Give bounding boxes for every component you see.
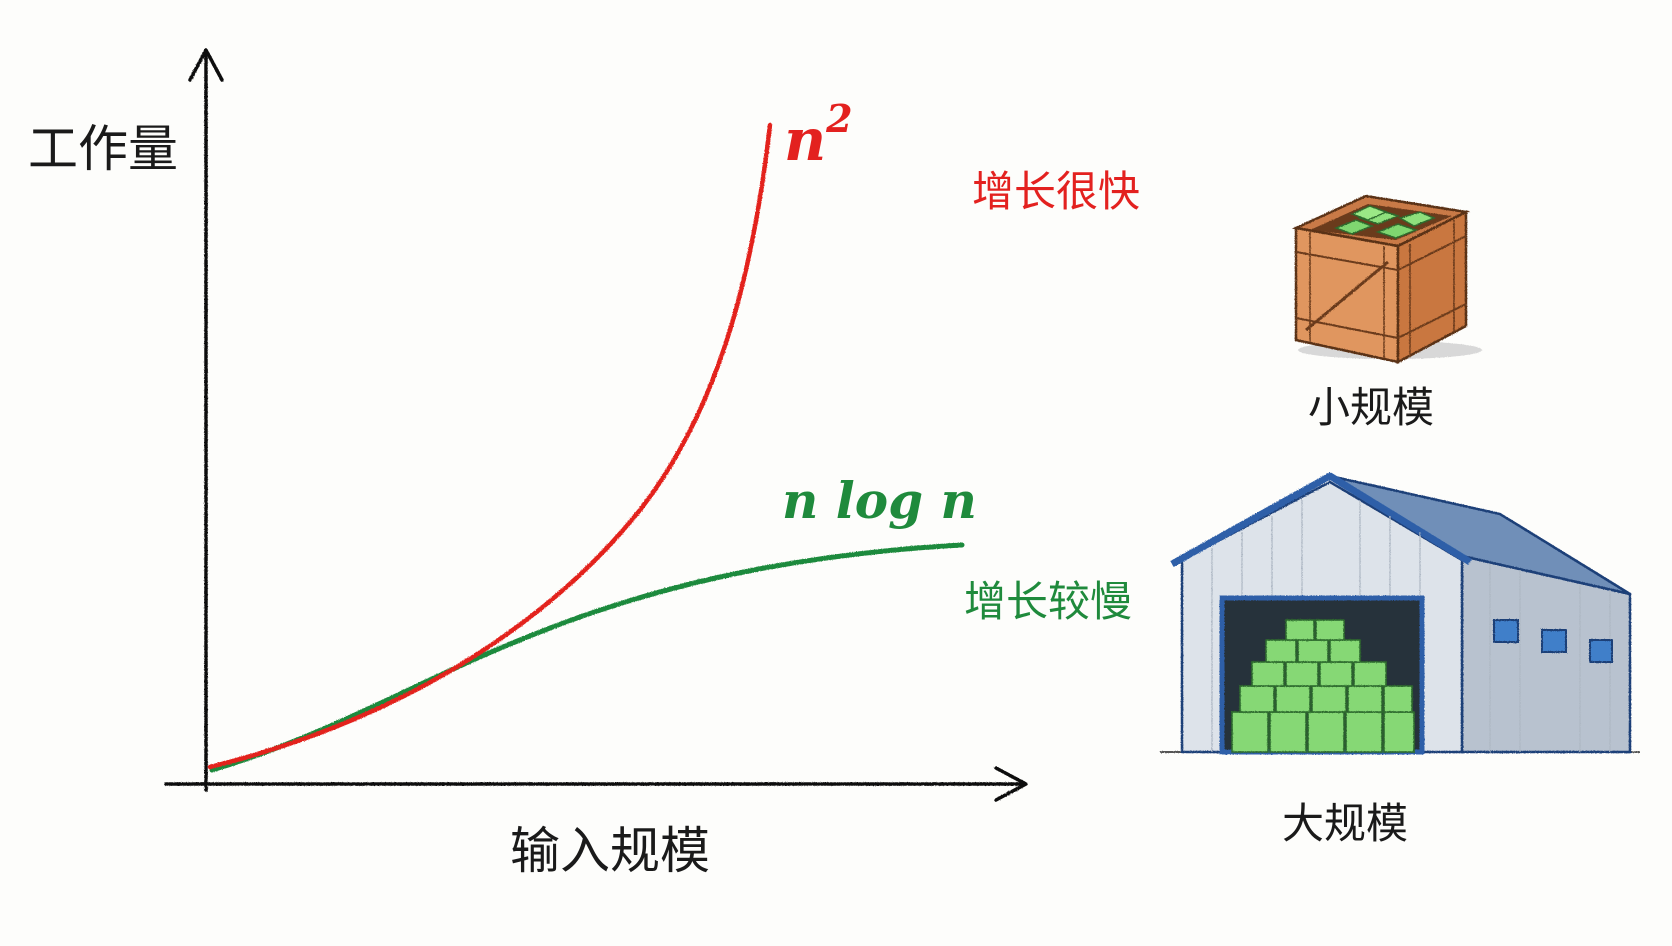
y-axis-label: 工作量 [28, 120, 178, 178]
quadratic-label-exponent: 2 [825, 96, 852, 141]
x-axis-label: 输入规模 [510, 822, 710, 880]
x-axis-arrow [994, 766, 1028, 802]
large-scale-label: 大规模 [1282, 799, 1408, 848]
nlogn-label: n log n [782, 471, 977, 530]
quadratic-curve [207, 122, 773, 770]
nlogn-note: 增长较慢 [964, 577, 1132, 626]
quadratic-label-base: n [784, 106, 826, 174]
warehouse-contents [1231, 619, 1415, 753]
axes [164, 48, 1028, 802]
quadratic-note: 增长很快 [972, 167, 1140, 216]
curves [207, 122, 965, 773]
warehouse-icon [1160, 472, 1640, 755]
quadratic-label: n2 [784, 96, 853, 174]
crate-contents [1333, 205, 1436, 239]
warehouse-windows [1493, 619, 1613, 663]
small-scale-label: 小规模 [1308, 383, 1434, 432]
nlogn-curve [209, 542, 965, 773]
crate-icon [1291, 194, 1482, 365]
y-axis-arrow [188, 48, 224, 82]
